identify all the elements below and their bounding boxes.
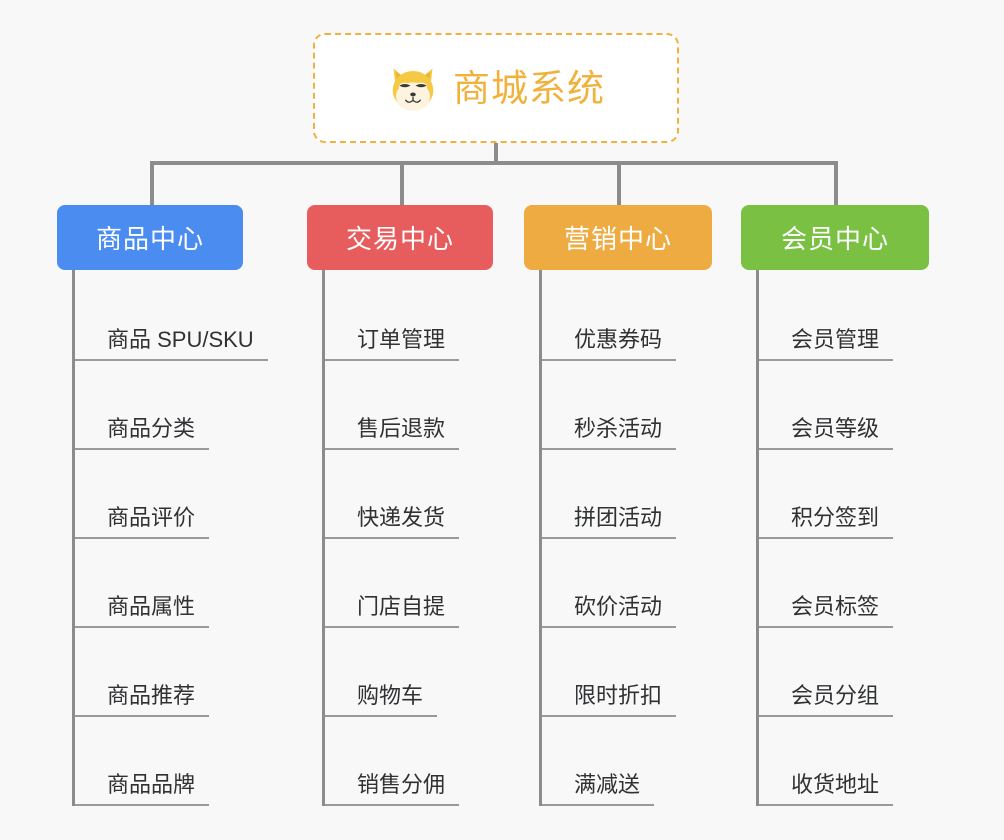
list-item[interactable]: 砍价活动 bbox=[542, 539, 712, 628]
list-item[interactable]: 售后退款 bbox=[325, 361, 493, 450]
list-item-rule bbox=[325, 626, 459, 628]
list-item-label: 商品属性 bbox=[107, 593, 196, 619]
list-item[interactable]: 商品推荐 bbox=[75, 628, 268, 717]
list-item[interactable]: 限时折扣 bbox=[542, 628, 712, 717]
list-item-rule bbox=[325, 804, 459, 806]
list-item[interactable]: 门店自提 bbox=[325, 539, 493, 628]
list-item[interactable]: 销售分佣 bbox=[325, 717, 493, 806]
list-item-label: 满减送 bbox=[574, 771, 641, 797]
branch-product-center: 商品中心 商品 SPU/SKU 商品分类 商品评价 商品属性 商品推荐 bbox=[57, 205, 268, 806]
list-item[interactable]: 会员标签 bbox=[759, 539, 929, 628]
list-item[interactable]: 会员等级 bbox=[759, 361, 929, 450]
root-node[interactable]: 商城系统 bbox=[313, 33, 679, 143]
list-item-rule bbox=[75, 804, 209, 806]
list-item-label: 商品评价 bbox=[107, 504, 196, 530]
list-item[interactable]: 收货地址 bbox=[759, 717, 929, 806]
list-item-label: 门店自提 bbox=[357, 593, 446, 619]
list-item[interactable]: 满减送 bbox=[542, 717, 712, 806]
branch-item-list: 订单管理 售后退款 快递发货 门店自提 购物车 销售分佣 bbox=[322, 270, 493, 806]
list-item[interactable]: 会员分组 bbox=[759, 628, 929, 717]
list-item-label: 商品 SPU/SKU bbox=[107, 326, 254, 352]
list-item-rule bbox=[542, 626, 676, 628]
list-item-rule bbox=[325, 715, 437, 717]
connector-drop-2 bbox=[400, 161, 404, 207]
list-item-rule bbox=[759, 804, 893, 806]
connector-drop-3 bbox=[617, 161, 621, 207]
list-item[interactable]: 商品评价 bbox=[75, 450, 268, 539]
list-item-label: 收货地址 bbox=[791, 771, 880, 797]
list-item-rule bbox=[759, 359, 893, 361]
list-item[interactable]: 商品品牌 bbox=[75, 717, 268, 806]
list-item-label: 订单管理 bbox=[357, 326, 446, 352]
list-item-rule bbox=[542, 804, 654, 806]
list-item[interactable]: 商品属性 bbox=[75, 539, 268, 628]
list-item-rule bbox=[759, 715, 893, 717]
list-item-label: 会员标签 bbox=[791, 593, 880, 619]
shiba-dog-icon bbox=[392, 68, 434, 111]
list-item-label: 销售分佣 bbox=[357, 771, 446, 797]
connector-drop-1 bbox=[150, 161, 154, 207]
list-item-rule bbox=[542, 448, 676, 450]
branch-item-list: 会员管理 会员等级 积分签到 会员标签 会员分组 收货地址 bbox=[756, 270, 929, 806]
list-item-rule bbox=[542, 715, 676, 717]
list-item-label: 会员等级 bbox=[791, 415, 880, 441]
branch-header-label: 营销中心 bbox=[563, 224, 672, 254]
list-item-rule bbox=[759, 537, 893, 539]
list-item-rule bbox=[75, 537, 209, 539]
list-item[interactable]: 快递发货 bbox=[325, 450, 493, 539]
list-item[interactable]: 购物车 bbox=[325, 628, 493, 717]
branch-header-product-center[interactable]: 商品中心 bbox=[57, 205, 243, 270]
list-item-label: 限时折扣 bbox=[574, 682, 663, 708]
branch-header-marketing-center[interactable]: 营销中心 bbox=[524, 205, 712, 270]
list-item[interactable]: 商品分类 bbox=[75, 361, 268, 450]
branch-header-label: 商品中心 bbox=[95, 224, 204, 254]
list-item-label: 商品品牌 bbox=[107, 771, 196, 797]
connector-root-stem bbox=[494, 143, 498, 164]
list-item-label: 积分签到 bbox=[791, 504, 880, 530]
list-item[interactable]: 商品 SPU/SKU bbox=[75, 272, 268, 361]
list-item-rule bbox=[759, 626, 893, 628]
list-item[interactable]: 订单管理 bbox=[325, 272, 493, 361]
branch-item-list: 商品 SPU/SKU 商品分类 商品评价 商品属性 商品推荐 商品品牌 bbox=[72, 270, 268, 806]
list-item-label: 会员管理 bbox=[791, 326, 880, 352]
list-item-label: 商品推荐 bbox=[107, 682, 196, 708]
list-item-rule bbox=[325, 448, 459, 450]
list-item-label: 秒杀活动 bbox=[574, 415, 663, 441]
list-item[interactable]: 拼团活动 bbox=[542, 450, 712, 539]
branch-header-label: 交易中心 bbox=[345, 224, 454, 254]
branch-item-list: 优惠券码 秒杀活动 拼团活动 砍价活动 限时折扣 满减送 bbox=[539, 270, 712, 806]
list-item-rule bbox=[75, 715, 209, 717]
connector-drop-4 bbox=[834, 161, 838, 207]
list-item-label: 优惠券码 bbox=[574, 326, 663, 352]
list-item-rule bbox=[325, 537, 459, 539]
list-item-label: 快递发货 bbox=[357, 504, 446, 530]
list-item-rule bbox=[542, 359, 676, 361]
list-item-rule bbox=[75, 626, 209, 628]
list-item-rule bbox=[759, 448, 893, 450]
list-item-rule bbox=[542, 537, 676, 539]
branch-header-member-center[interactable]: 会员中心 bbox=[741, 205, 929, 270]
list-item-label: 砍价活动 bbox=[574, 593, 663, 619]
list-item[interactable]: 优惠券码 bbox=[542, 272, 712, 361]
branch-trade-center: 交易中心 订单管理 售后退款 快递发货 门店自提 购物车 bbox=[307, 205, 493, 806]
branch-header-label: 会员中心 bbox=[780, 224, 889, 254]
connector-horizontal-bus bbox=[150, 161, 838, 165]
list-item[interactable]: 积分签到 bbox=[759, 450, 929, 539]
branch-header-trade-center[interactable]: 交易中心 bbox=[307, 205, 493, 270]
root-title: 商城系统 bbox=[453, 67, 605, 109]
branch-marketing-center: 营销中心 优惠券码 秒杀活动 拼团活动 砍价活动 限时折扣 bbox=[524, 205, 712, 806]
list-item-label: 拼团活动 bbox=[574, 504, 663, 530]
list-item-label: 购物车 bbox=[357, 682, 424, 708]
list-item-rule bbox=[325, 359, 459, 361]
list-item-label: 商品分类 bbox=[107, 415, 196, 441]
list-item-label: 售后退款 bbox=[357, 415, 446, 441]
list-item[interactable]: 秒杀活动 bbox=[542, 361, 712, 450]
list-item-rule bbox=[75, 359, 268, 361]
list-item[interactable]: 会员管理 bbox=[759, 272, 929, 361]
branch-member-center: 会员中心 会员管理 会员等级 积分签到 会员标签 会员分组 bbox=[741, 205, 929, 806]
list-item-rule bbox=[75, 448, 209, 450]
list-item-label: 会员分组 bbox=[791, 682, 880, 708]
